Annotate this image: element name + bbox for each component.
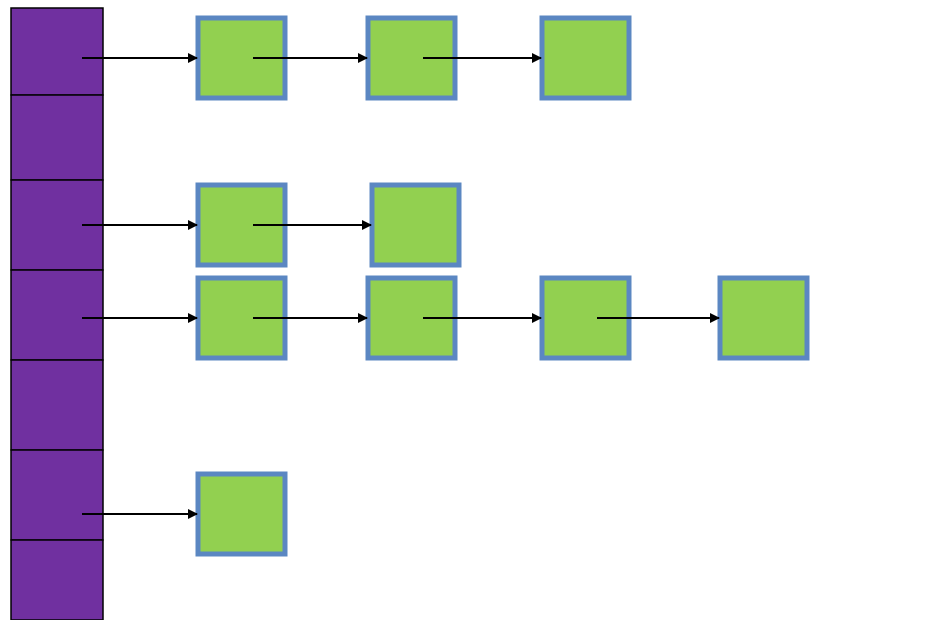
bucket-cell-6 bbox=[10, 539, 104, 620]
chain-node-3-3 bbox=[717, 275, 810, 361]
bucket-cell-4 bbox=[10, 359, 104, 451]
chains bbox=[82, 15, 810, 557]
chain-node-5-0 bbox=[195, 471, 288, 557]
bucket-cell-5 bbox=[10, 449, 104, 541]
bucket-array bbox=[10, 7, 104, 620]
bucket-cell-0 bbox=[10, 7, 104, 96]
bucket-cell-1 bbox=[10, 94, 104, 181]
chain-node-2-1 bbox=[369, 182, 462, 268]
bucket-cell-3 bbox=[10, 269, 104, 361]
chain-node-0-2 bbox=[539, 15, 632, 101]
